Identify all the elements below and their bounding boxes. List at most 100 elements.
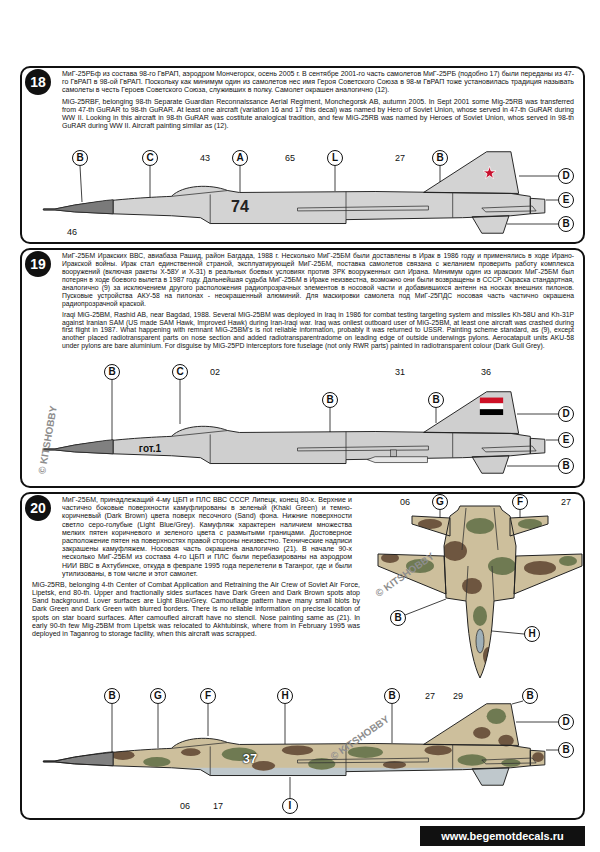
camo-spots xyxy=(381,518,577,665)
callout-letter: C xyxy=(142,150,158,166)
camo-spot xyxy=(181,748,200,756)
leader-line xyxy=(158,704,159,748)
leader-line xyxy=(405,599,446,615)
camo-spot xyxy=(425,745,452,755)
canopy xyxy=(476,629,484,653)
callout-letter-text: E xyxy=(563,435,570,445)
callout-letter: B xyxy=(104,688,120,704)
leader-line xyxy=(392,704,393,743)
callout-number: 27 xyxy=(425,692,435,701)
callout-letter: C xyxy=(172,364,188,380)
description-text: Iraqi MiG-25BM, Rashid AB, near Bagdad, … xyxy=(62,311,574,351)
profile-number-text: 18 xyxy=(30,75,46,89)
callout-letter: E xyxy=(558,432,574,448)
description-text: МиГ-25БМ, принадлежащий 4-му ЦБП и ПЛС В… xyxy=(62,496,352,578)
callout-number: 17 xyxy=(213,802,223,811)
leader-line xyxy=(150,166,151,197)
callout-number: 43 xyxy=(200,154,210,163)
camo-spot xyxy=(559,556,577,566)
callout-letter-text: E xyxy=(563,195,570,205)
aircraft-side-profile xyxy=(36,704,560,797)
leader-line xyxy=(507,466,558,467)
callout-number: 27 xyxy=(395,154,405,163)
camo-spot xyxy=(473,606,487,626)
aircraft-side-profile xyxy=(43,152,544,233)
callout-letter: B xyxy=(558,216,574,232)
profile-number: 18 xyxy=(25,69,51,95)
panel-lines xyxy=(113,743,536,776)
camo-spot xyxy=(473,727,490,739)
callout-number: 06 xyxy=(400,498,410,507)
leader-line xyxy=(112,704,113,752)
callout-letter: B xyxy=(558,742,574,758)
callout-letter: G xyxy=(432,494,448,510)
panel-lines xyxy=(113,191,536,224)
aircraft-marking: гот.1 xyxy=(139,444,161,454)
callout-letter-text: C xyxy=(146,153,153,163)
leader-line xyxy=(285,704,286,744)
callout-letter-text: B xyxy=(108,367,115,377)
fuselage-outline xyxy=(43,392,544,473)
callout-number: 27 xyxy=(561,498,571,507)
flag-stripe xyxy=(480,409,503,415)
camo-spot xyxy=(524,561,556,575)
callout-letter: D xyxy=(558,714,574,730)
airframe-outline xyxy=(378,506,582,678)
callout-letter: B xyxy=(72,150,88,166)
fuselage-outline xyxy=(43,152,544,233)
callout-letter: E xyxy=(558,192,574,208)
lower-surface xyxy=(36,768,560,797)
callout-letter: D xyxy=(558,168,574,184)
flag-stripe xyxy=(480,403,503,409)
leader-line xyxy=(507,224,558,225)
aircraft-top-view xyxy=(378,506,582,678)
description-text: МиГ-25БМ Иракских ВВС, авиабаза Рашид, р… xyxy=(62,252,574,308)
red-star xyxy=(483,166,496,178)
callout-letter: B xyxy=(104,364,120,380)
callout-letter-text: B xyxy=(526,691,533,701)
callout-letter-text: G xyxy=(436,497,444,507)
leader-line xyxy=(546,750,558,751)
callout-letter-text: H xyxy=(281,691,288,701)
callout-letter: B xyxy=(428,392,444,408)
leader-line xyxy=(180,380,181,424)
camo-spot xyxy=(466,518,494,534)
callout-letter: H xyxy=(277,688,293,704)
callout-letter: D xyxy=(558,406,574,422)
camo-spot xyxy=(443,541,467,561)
callout-letter-text: F xyxy=(517,497,523,507)
callout-letter: F xyxy=(512,494,528,510)
profile-number: 19 xyxy=(25,251,51,277)
flag-stripe xyxy=(480,398,503,404)
callout-number: 65 xyxy=(285,154,295,163)
callout-letter-text: F xyxy=(205,691,211,701)
callout-letter: B xyxy=(522,688,538,704)
callout-letter: B xyxy=(432,150,448,166)
aircraft-side-profile xyxy=(43,392,544,473)
panel-lines xyxy=(462,508,498,601)
callout-letter-text: B xyxy=(388,691,395,701)
callout-number: 31 xyxy=(395,368,405,377)
callout-number: 02 xyxy=(210,368,220,377)
callout-letter-text: D xyxy=(562,171,569,181)
callout-letter: G xyxy=(150,688,166,704)
camo-spot xyxy=(462,578,482,594)
callout-letter-text: B xyxy=(76,153,83,163)
callout-letter-text: H xyxy=(528,629,535,639)
fuselage-outline xyxy=(43,704,544,785)
profile-number: 20 xyxy=(25,495,51,521)
callout-letter: F xyxy=(200,688,216,704)
website-banner: www.begemotdecals.ru xyxy=(420,826,585,846)
callout-letter-text: B xyxy=(562,745,569,755)
callout-letter-text: B xyxy=(562,219,569,229)
camo-spot xyxy=(143,757,170,767)
callout-letter: H xyxy=(524,626,540,642)
camo-base xyxy=(378,506,582,678)
profile-number-text: 20 xyxy=(30,501,46,515)
leader-line xyxy=(517,414,558,415)
callout-letter: A xyxy=(232,150,248,166)
callout-letter: B xyxy=(322,392,338,408)
callout-letter-text: B xyxy=(432,395,439,405)
callout-letter-text: D xyxy=(562,409,569,419)
radome xyxy=(43,440,113,454)
